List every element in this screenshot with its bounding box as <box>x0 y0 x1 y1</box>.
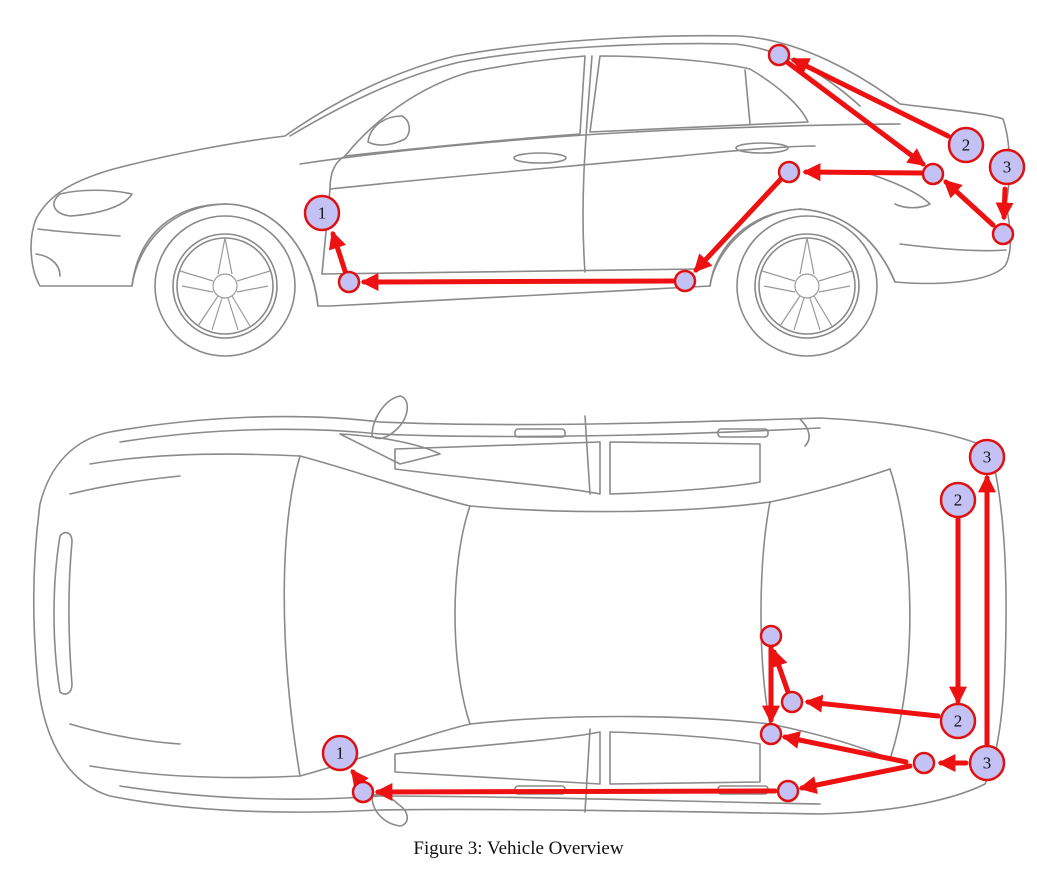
figure-caption: Figure 3: Vehicle Overview <box>413 838 624 859</box>
route-top-2-left <box>804 694 941 719</box>
node-point <box>780 690 804 714</box>
svg-text:2: 2 <box>954 491 963 510</box>
node-point <box>921 162 945 186</box>
route-side-to-2 <box>943 179 996 228</box>
route-top-sill <box>374 782 778 801</box>
top-view-nodes: 1 2 2 3 3 <box>321 438 1006 804</box>
svg-text:2: 2 <box>954 712 963 731</box>
node-label-1: 1 <box>303 194 341 232</box>
route-side-diag-down <box>693 176 784 273</box>
top-view-car-outline <box>32 395 1007 827</box>
route-side-to-1 <box>328 230 348 274</box>
route-side-sill <box>360 272 676 291</box>
svg-text:1: 1 <box>336 744 345 763</box>
node-point <box>776 779 800 803</box>
route-top-to-upper <box>781 731 909 765</box>
node-point <box>351 780 375 804</box>
node-point <box>991 222 1015 246</box>
node-label-2: 2 <box>939 702 977 740</box>
route-side-3-down <box>995 186 1014 221</box>
svg-text:1: 1 <box>318 204 327 223</box>
route-side-2-left <box>802 163 925 182</box>
node-label-2: 2 <box>939 481 977 519</box>
svg-text:3: 3 <box>983 448 992 467</box>
route-top-to-lower <box>798 763 913 794</box>
top-view-routes <box>350 474 996 801</box>
node-point <box>767 43 791 67</box>
node-point <box>673 269 697 293</box>
node-label-3: 3 <box>968 744 1006 782</box>
svg-text:2: 2 <box>962 136 971 155</box>
side-view-routes <box>328 57 1014 291</box>
node-label-3: 3 <box>968 438 1006 476</box>
node-label-1: 1 <box>321 734 359 772</box>
route-top-up-1 <box>770 648 791 695</box>
side-view-car-outline <box>30 34 1012 357</box>
node-point <box>777 160 801 184</box>
node-point <box>759 722 783 746</box>
node-label-3: 3 <box>988 148 1026 186</box>
node-point <box>337 270 361 294</box>
node-label-2: 2 <box>947 126 985 164</box>
node-point <box>912 751 936 775</box>
side-view-nodes: 1 2 3 <box>303 43 1026 294</box>
svg-text:3: 3 <box>983 754 992 773</box>
svg-text:3: 3 <box>1003 158 1012 177</box>
route-side-2a <box>790 57 951 139</box>
node-point <box>759 624 783 648</box>
route-side-2b <box>784 59 926 167</box>
